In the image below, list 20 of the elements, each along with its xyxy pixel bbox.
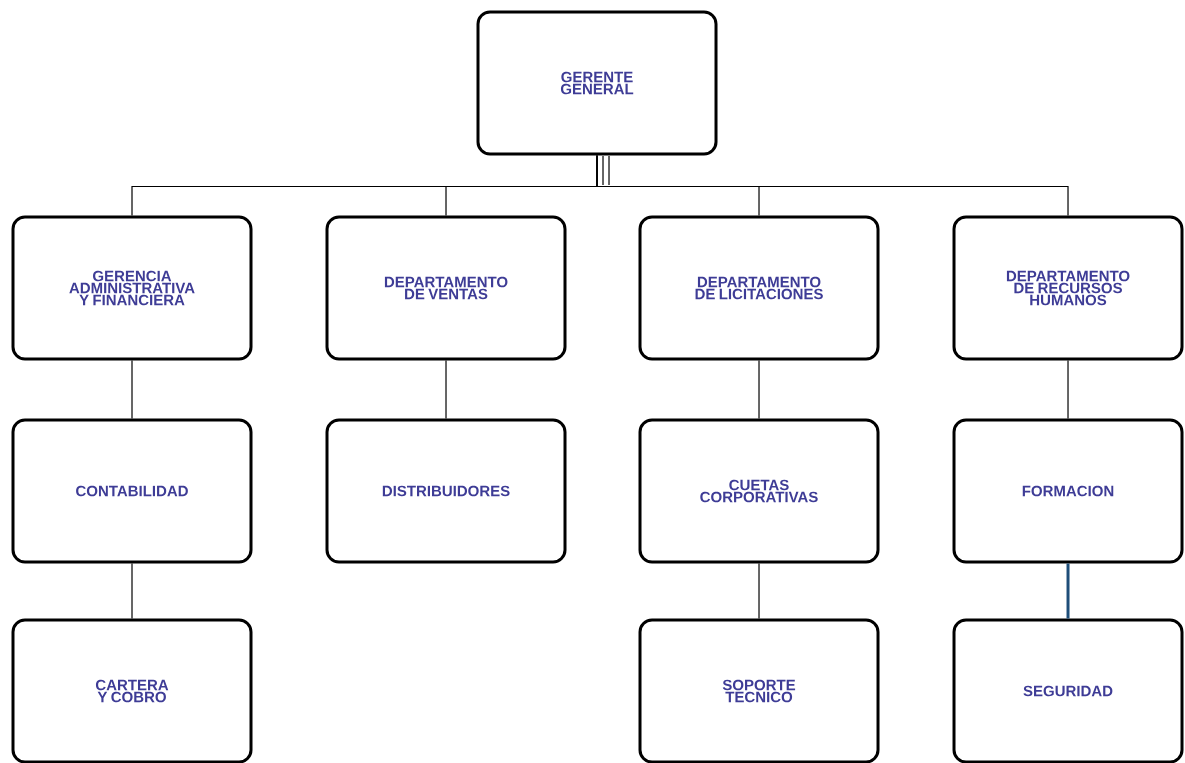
org-box: DEPARTAMENTO DE LICITACIONES bbox=[638, 215, 880, 361]
org-box: CUETAS CORPORATIVAS bbox=[638, 418, 880, 564]
org-box: CARTERA Y COBRO bbox=[11, 618, 253, 763]
org-box: SEGURIDAD bbox=[952, 618, 1184, 763]
org-box: FORMACION bbox=[952, 418, 1184, 564]
org-box: GERENTE GENERAL bbox=[476, 10, 718, 156]
org-box: DISTRIBUIDORES bbox=[325, 418, 567, 564]
org-box: DEPARTAMENTO DE VENTAS bbox=[325, 215, 567, 361]
connector-line bbox=[1066, 563, 1070, 619]
connector-line bbox=[131, 562, 133, 620]
org-box: SOPORTE TECNICO bbox=[638, 618, 880, 763]
connector-line bbox=[596, 154, 1069, 217]
org-box: GERENCIA ADMINISTRATIVA Y FINANCIERA bbox=[11, 215, 253, 361]
connector-line bbox=[131, 359, 133, 420]
org-box: DEPARTAMENTO DE RECURSOS HUMANOS bbox=[952, 215, 1184, 361]
connector-line bbox=[758, 562, 760, 620]
connector-line bbox=[445, 359, 447, 420]
org-box: CONTABILIDAD bbox=[11, 418, 253, 564]
connector-line bbox=[758, 359, 760, 420]
connector-line bbox=[1067, 359, 1069, 420]
